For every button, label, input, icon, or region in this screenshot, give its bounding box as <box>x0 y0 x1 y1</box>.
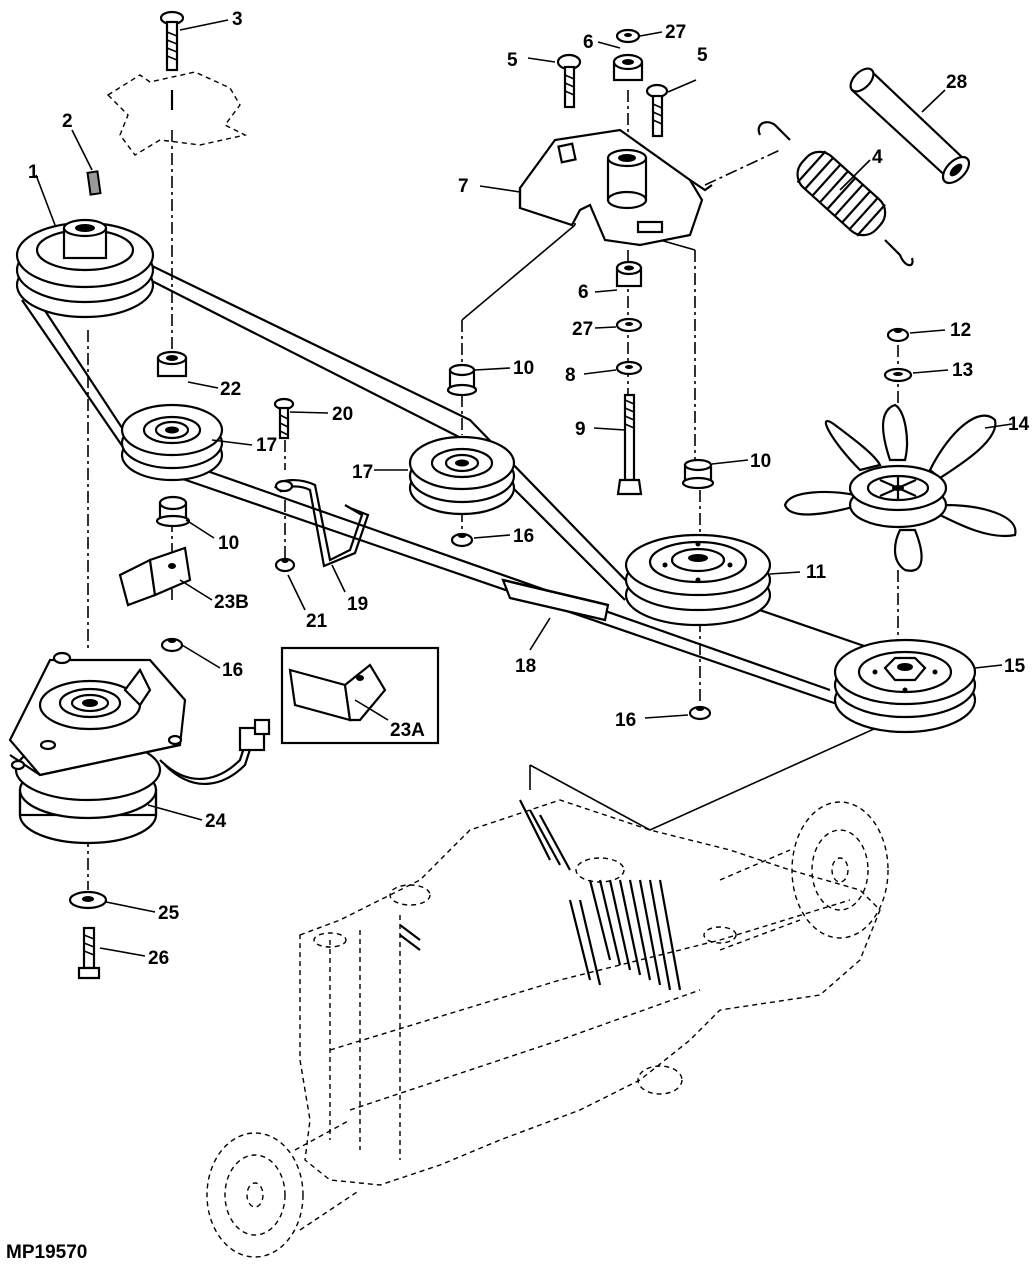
nut-21 <box>274 557 296 573</box>
callout-23a: 23A <box>390 720 425 741</box>
belt-guide-18 <box>501 578 610 622</box>
callout-7: 7 <box>458 176 469 197</box>
callout-5-left: 5 <box>507 50 518 71</box>
bolt-26 <box>77 926 101 980</box>
bracket-23b <box>118 546 192 607</box>
callout-24: 24 <box>205 811 227 832</box>
idler-bracket-7 <box>518 128 713 247</box>
leader-lines <box>35 19 1013 957</box>
callout-6-bottom: 6 <box>578 282 589 303</box>
washer-27-bottom <box>615 317 643 333</box>
callout-labels: 1 2 3 4 5 5 6 6 7 8 9 10 10 10 11 12 13 … <box>28 9 1030 969</box>
callout-22: 22 <box>220 379 241 400</box>
callout-9: 9 <box>575 419 586 440</box>
callout-27-bottom: 27 <box>572 319 593 340</box>
bolt-5-left <box>556 53 582 109</box>
callout-1: 1 <box>28 162 39 183</box>
callout-16-right: 16 <box>615 710 636 731</box>
idler-pulley-17-center <box>408 435 516 516</box>
callout-6-top: 6 <box>583 32 594 53</box>
callout-17-center: 17 <box>352 462 373 483</box>
callout-28: 28 <box>946 72 967 93</box>
callout-15: 15 <box>1004 656 1026 677</box>
callout-13: 13 <box>952 360 973 381</box>
spring-4 <box>757 121 914 267</box>
callout-8: 8 <box>565 365 576 386</box>
callout-23b: 23B <box>214 592 249 613</box>
shield-plate <box>106 71 248 156</box>
callout-21: 21 <box>306 611 328 632</box>
callout-10-left: 10 <box>218 533 239 554</box>
callout-20: 20 <box>332 404 353 425</box>
figure-code: MP19570 <box>6 1242 87 1263</box>
callout-14: 14 <box>1008 414 1030 435</box>
idler-arm-19 <box>274 479 370 568</box>
bolt-20 <box>273 397 295 440</box>
callout-10-center: 10 <box>513 358 534 379</box>
bushing-10-right <box>681 458 715 490</box>
callout-10-right: 10 <box>750 451 771 472</box>
bushing-10-center <box>446 363 478 397</box>
bolt-5-right <box>645 83 669 138</box>
callout-5-right: 5 <box>697 45 708 66</box>
washer-27-top <box>615 28 641 44</box>
callout-26: 26 <box>148 948 169 969</box>
callout-25: 25 <box>158 903 180 924</box>
pto-clutch-24 <box>8 651 271 845</box>
bushing-10-left <box>155 495 191 528</box>
callout-11: 11 <box>806 562 827 583</box>
bushing-6-bottom <box>615 260 643 288</box>
tube-28 <box>849 67 971 185</box>
callout-3: 3 <box>232 9 243 30</box>
pulley-15 <box>833 638 977 734</box>
washer-25 <box>68 890 108 910</box>
callout-12: 12 <box>950 320 971 341</box>
callout-16-center: 16 <box>513 526 534 547</box>
inset-23a <box>280 646 440 745</box>
nut-12 <box>886 327 910 343</box>
nut-16-left <box>160 637 184 653</box>
drive-pulley-1 <box>15 218 155 319</box>
nut-16-right <box>688 705 712 721</box>
pulley-11 <box>624 533 772 627</box>
spacer-22 <box>156 350 188 378</box>
callout-16-left: 16 <box>222 660 243 681</box>
callout-2: 2 <box>62 111 73 132</box>
callout-4: 4 <box>872 147 883 168</box>
nut-16-center <box>450 532 474 548</box>
bolt-3 <box>159 10 185 72</box>
bolt-9 <box>616 393 643 496</box>
fan-14 <box>783 403 1017 572</box>
key-2 <box>86 170 102 196</box>
washer-8 <box>615 360 643 376</box>
washer-13 <box>883 367 913 383</box>
callout-18: 18 <box>515 656 536 677</box>
callout-19: 19 <box>347 594 368 615</box>
idler-pulley-17-left <box>120 403 224 482</box>
callout-17-left: 17 <box>256 435 277 456</box>
transaxle-phantom <box>206 799 889 1258</box>
callout-27-top: 27 <box>665 22 686 43</box>
bushing-6-top <box>612 53 644 82</box>
